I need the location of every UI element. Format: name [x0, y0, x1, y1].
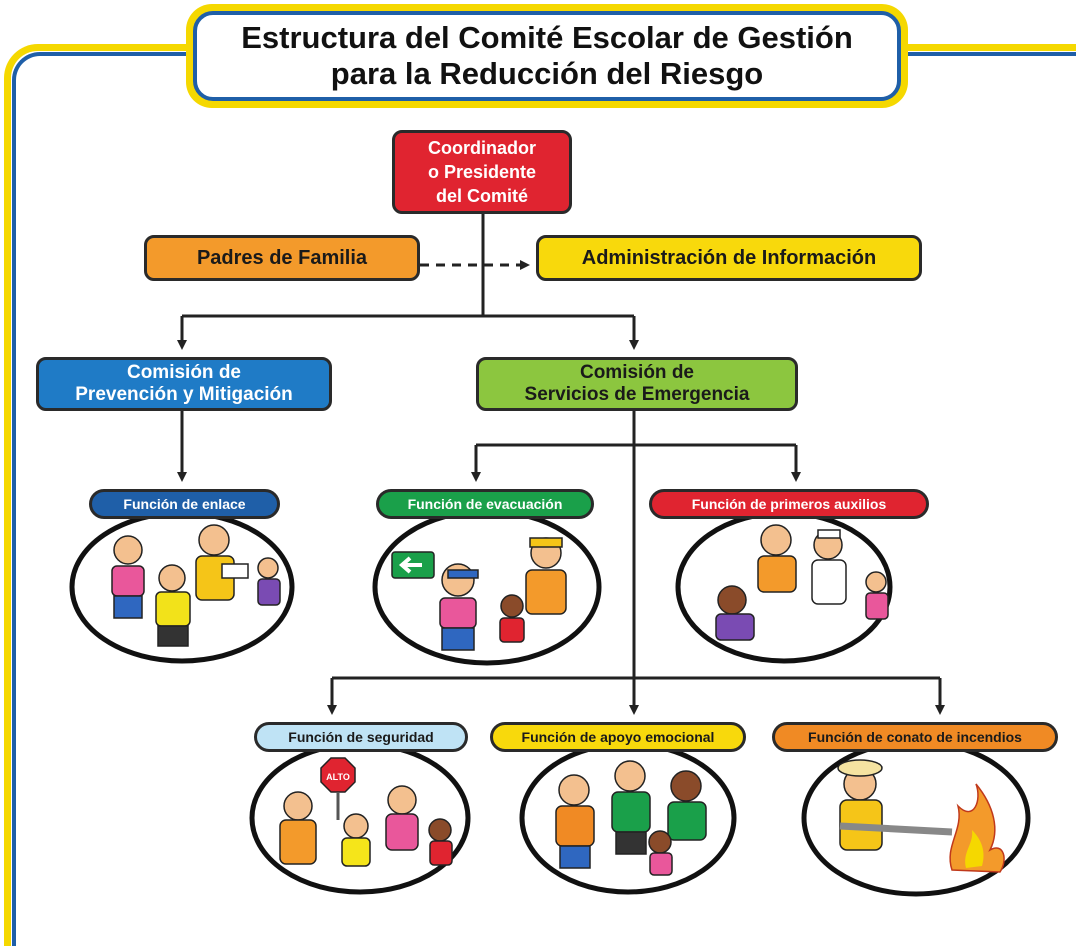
diagram-title: Estructura del Comité Escolar de Gestión… — [193, 11, 901, 101]
evacuacion-figures — [391, 537, 567, 651]
function-conato-text: Función de conato de incendios — [808, 729, 1022, 745]
coordinator-line-3: del Comité — [435, 186, 528, 206]
function-enlace-text: Función de enlace — [123, 496, 246, 512]
enlace-figures — [111, 524, 281, 647]
coordinator-line-2: o Presidente — [427, 162, 537, 182]
seguridad-figures: ALTO — [279, 757, 453, 867]
emergency-line-1: Comisión de — [579, 362, 694, 383]
apoyo-figures — [555, 760, 707, 876]
title-line-2: para la Reducción del Riesgo — [330, 56, 764, 91]
function-seguridad-text: Función de seguridad — [288, 729, 434, 745]
info-admin-label: Administración de Información — [581, 246, 877, 269]
parents-node: Padres de Familia — [144, 235, 420, 281]
auxilios-figures — [715, 524, 889, 641]
function-auxilios-label: Función de primeros auxilios — [649, 489, 929, 519]
coordinator-line-1: Coordinador — [428, 138, 536, 158]
prevention-line-1: Comisión de — [126, 362, 241, 383]
prevention-commission-node: Comisión de Prevención y Mitigación — [36, 357, 332, 411]
function-auxilios-text: Función de primeros auxilios — [691, 496, 887, 512]
stop-sign-icon — [320, 757, 356, 793]
function-conato-label: Función de conato de incendios — [772, 722, 1058, 752]
parents-label: Padres de Familia — [196, 246, 368, 269]
function-enlace-label: Función de enlace — [89, 489, 280, 519]
function-evacuacion-text: Función de evacuación — [407, 496, 563, 512]
prevention-line-2: Prevención y Mitigación — [75, 384, 293, 405]
emergency-line-2: Servicios de Emergencia — [524, 384, 750, 405]
function-apoyo-text: Función de apoyo emocional — [521, 729, 715, 745]
function-seguridad-label: Función de seguridad — [254, 722, 468, 752]
coordinator-node: Coordinador o Presidente del Comité — [392, 130, 572, 214]
conato-figures — [837, 759, 1005, 873]
stop-sign-text: ALTO — [326, 772, 350, 782]
emergency-commission-node: Comisión de Servicios de Emergencia — [476, 357, 798, 411]
function-apoyo-label: Función de apoyo emocional — [490, 722, 746, 752]
title-line-1: Estructura del Comité Escolar de Gestión — [241, 20, 853, 55]
info-admin-node: Administración de Información — [536, 235, 922, 281]
function-evacuacion-label: Función de evacuación — [376, 489, 594, 519]
